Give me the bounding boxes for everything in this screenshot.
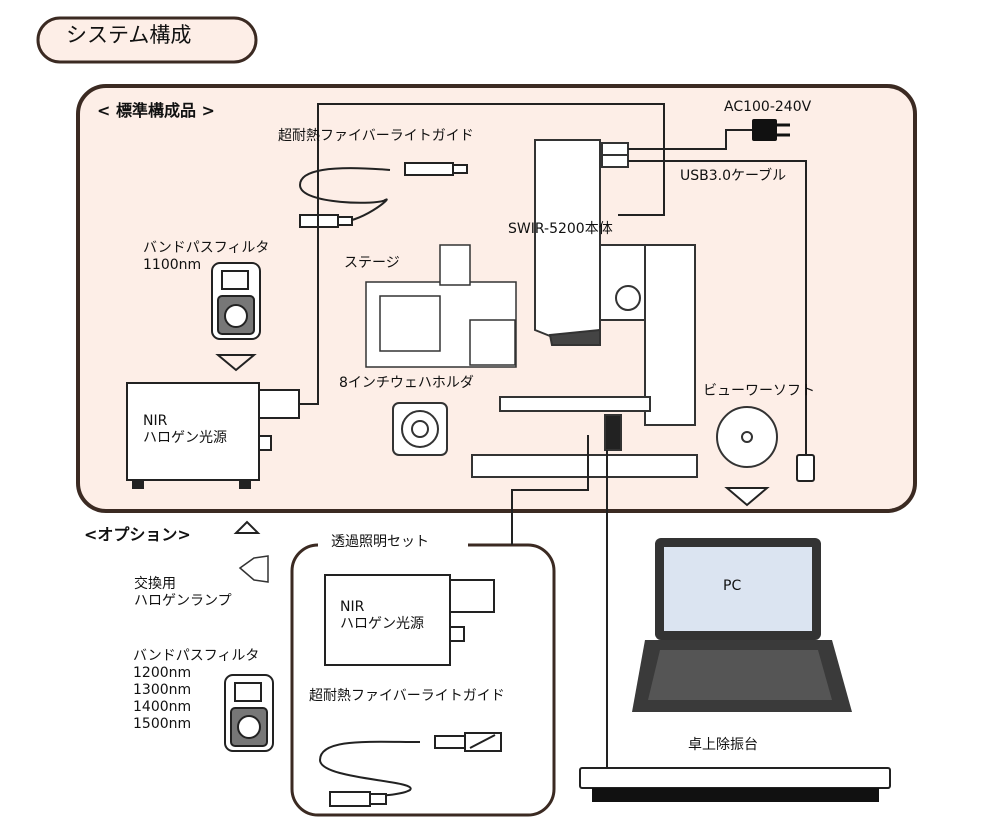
transmitted-light-guide-label: 超耐熱ファイバーライトガイド <box>309 688 505 704</box>
standard-heading: < 標準構成品 > <box>97 101 215 120</box>
down-arrow-icon <box>215 354 257 372</box>
main-unit-label: SWIR-5200本体 <box>508 221 613 237</box>
usb-cable <box>628 160 807 455</box>
bandpass-filter-1100 <box>211 262 261 340</box>
power-plug-icon <box>752 119 777 141</box>
nir-light-source <box>126 382 300 489</box>
usb-label: USB3.0ケーブル <box>680 168 787 184</box>
bandpass-1100-label: バンドパスフィルタ 1100nm <box>143 240 270 273</box>
usb-connector-icon <box>796 454 815 482</box>
swir-main-body <box>471 139 698 478</box>
option-heading: <オプション> <box>84 525 191 544</box>
halogen-lamp-icon <box>238 555 269 583</box>
page-title: システム構成 <box>66 23 192 47</box>
fiber-light-guide <box>298 162 468 228</box>
power-cable <box>628 129 752 150</box>
wafer-holder-label: 8インチウェハホルダ <box>339 375 474 391</box>
lamp-label: 交換用 ハロゲンランプ <box>134 576 232 609</box>
bandpass-filter-option <box>224 674 274 752</box>
light-guide-cable <box>299 103 665 405</box>
vibration-table <box>579 767 891 802</box>
light-source-label: NIR ハロゲン光源 <box>143 413 227 446</box>
light-guide-label: 超耐熱ファイバーライトガイド <box>278 128 474 144</box>
up-arrow-icon <box>233 520 261 534</box>
bandpass-option-label: バンドパスフィルタ 1200nm 1300nm 1400nm 1500nm <box>133 648 260 732</box>
transmitted-set-heading: 透過照明セット <box>331 534 429 550</box>
title-pill <box>36 16 258 64</box>
transmitted-light-guide <box>318 732 502 807</box>
transmitted-light-source <box>324 574 495 666</box>
stage-label: ステージ <box>344 255 400 271</box>
pc-laptop <box>632 538 852 712</box>
pc-label: PC <box>723 578 742 594</box>
transmitted-set-label-bg <box>318 533 468 557</box>
viewer-software-label: ビューワーソフト <box>703 383 815 399</box>
disc-icon <box>716 406 778 468</box>
vibration-table-label: 卓上除振台 <box>688 737 758 753</box>
transmitted-cable <box>511 435 589 545</box>
wafer-holder <box>392 402 448 456</box>
to-pc-arrow-icon <box>724 487 770 507</box>
power-label: AC100-240V <box>724 99 812 115</box>
transmitted-light-source-label: NIR ハロゲン光源 <box>340 599 424 632</box>
stage <box>365 244 517 368</box>
